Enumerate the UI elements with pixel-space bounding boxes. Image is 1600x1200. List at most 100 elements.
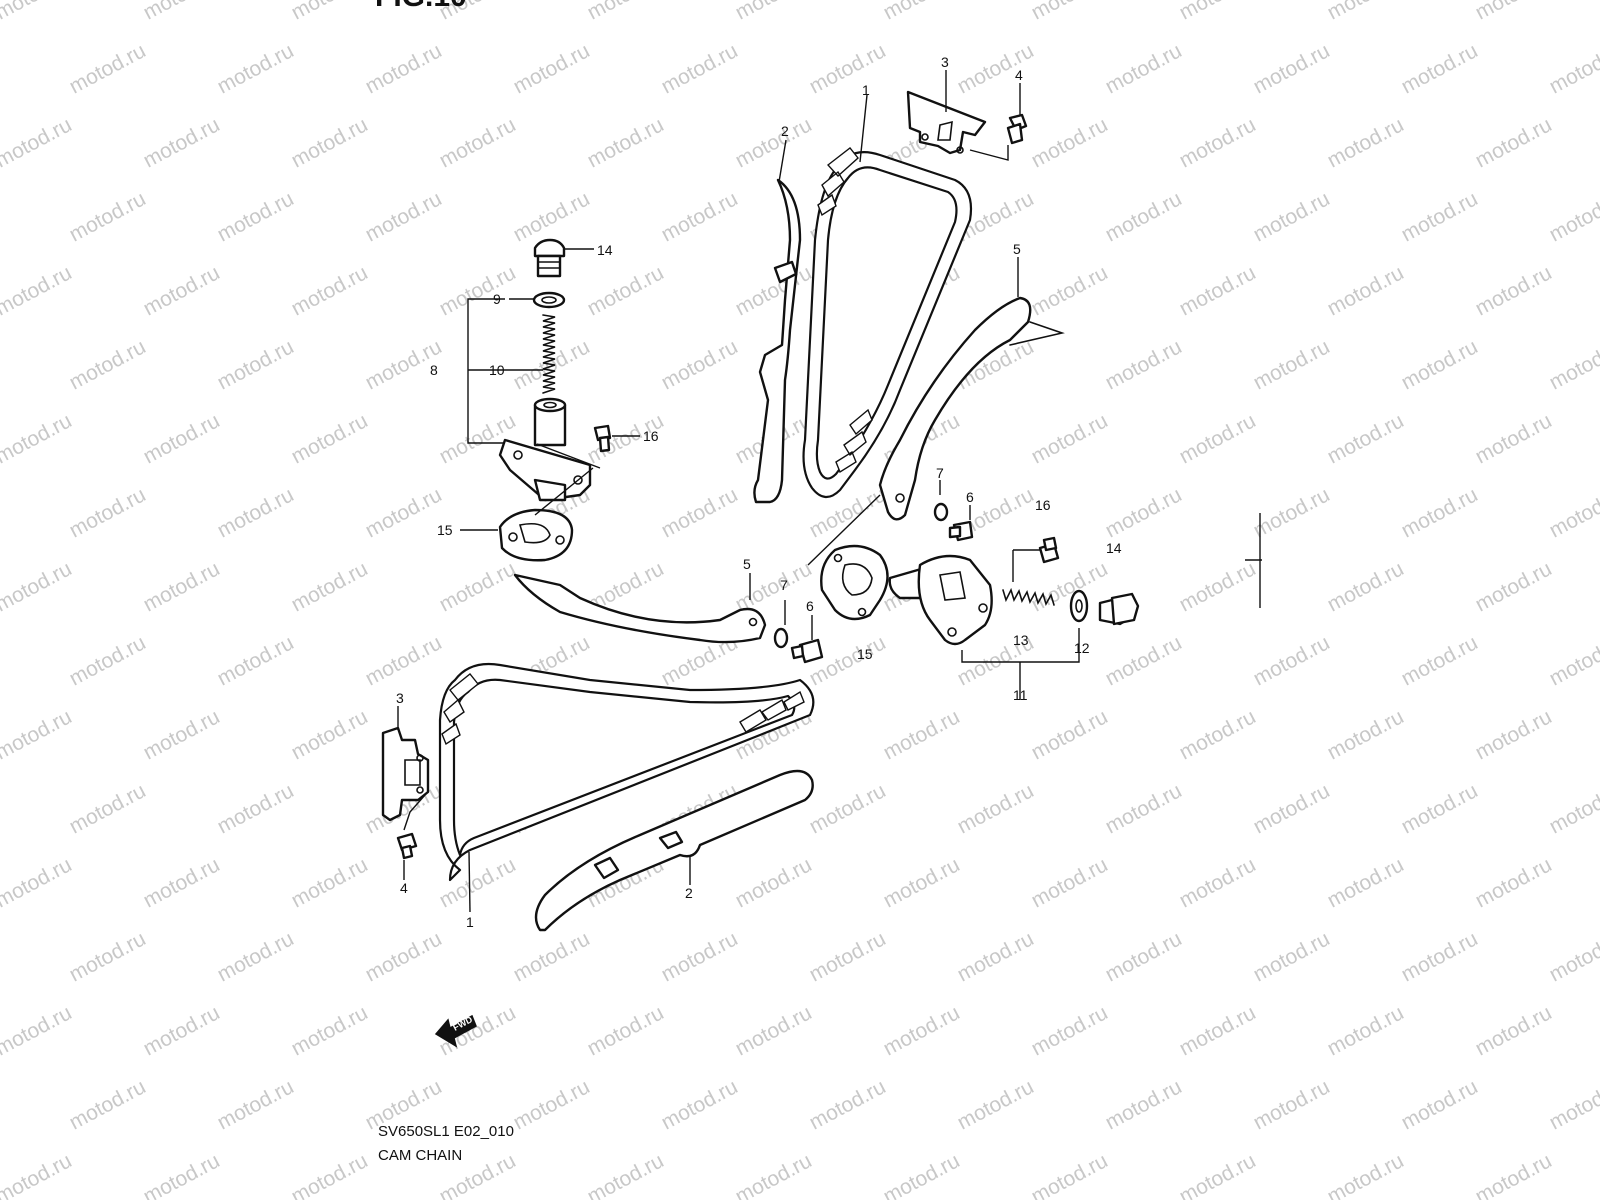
watermark-text: motod.ru	[1398, 927, 1482, 986]
watermark-text: motod.ru	[658, 335, 742, 394]
lower-chain-guide	[534, 769, 814, 932]
tensioner-gasket-rear	[498, 508, 574, 562]
watermark-text: motod.ru	[362, 39, 446, 98]
leader-line	[969, 145, 1009, 161]
watermark-text: motod.ru	[806, 39, 890, 98]
watermark-text: motod.ru	[1324, 409, 1408, 468]
watermark-text: motod.ru	[0, 483, 2, 542]
watermark-text: motod.ru	[1250, 483, 1334, 542]
figure-title: FIG.10	[375, 0, 467, 13]
callout-6-lower: 6	[806, 598, 814, 614]
callout-4-lower: 4	[400, 880, 408, 896]
watermark-text: motod.ru	[362, 187, 446, 246]
watermark-text: motod.ru	[510, 1075, 594, 1134]
watermark-text: motod.ru	[1176, 1149, 1260, 1200]
watermark-text: motod.ru	[806, 779, 890, 838]
lower-guide-bolt	[396, 832, 418, 860]
watermark-text: motod.ru	[288, 1001, 372, 1060]
leader-line	[534, 443, 601, 516]
callout-15: 15	[437, 522, 453, 538]
callout-14: 14	[597, 242, 613, 258]
watermark-text: motod.ru	[1028, 853, 1112, 912]
callout-3-lower: 3	[396, 690, 404, 706]
watermark-text: motod.ru	[1176, 0, 1260, 24]
watermark-text: motod.ru	[658, 1075, 742, 1134]
watermark-text: motod.ru	[140, 1001, 224, 1060]
watermark-text: motod.ru	[1028, 1149, 1112, 1200]
watermark-text: motod.ru	[1028, 261, 1112, 320]
watermark-text: motod.ru	[214, 1075, 298, 1134]
callout-3: 3	[941, 54, 949, 70]
watermark-text: motod.ru	[880, 1001, 964, 1060]
watermark-text: motod.ru	[1250, 39, 1334, 98]
watermark-text: motod.ru	[140, 1149, 224, 1200]
tensioner-washer-front	[1069, 589, 1089, 623]
callout-12: 12	[1074, 640, 1090, 656]
watermark-text: motod.ru	[0, 187, 2, 246]
watermark-text: motod.ru	[1546, 779, 1600, 838]
upper-cam-chain	[802, 147, 973, 499]
watermark-text: motod.ru	[436, 261, 520, 320]
watermark-text: motod.ru	[436, 113, 520, 172]
watermark-text: motod.ru	[1102, 927, 1186, 986]
tensioner-spring-front	[1002, 587, 1055, 607]
watermark-text: motod.ru	[0, 779, 2, 838]
watermark-text: motod.ru	[288, 409, 372, 468]
watermark-text: motod.ru	[1250, 631, 1334, 690]
watermark-text: motod.ru	[66, 39, 150, 98]
watermark-text: motod.ru	[288, 853, 372, 912]
watermark-text: motod.ru	[1028, 0, 1112, 24]
watermark-text: motod.ru	[584, 261, 668, 320]
watermark-text: motod.ru	[140, 113, 224, 172]
watermark-text: motod.ru	[1250, 187, 1334, 246]
watermark-text: motod.ru	[1102, 483, 1186, 542]
watermark-text: motod.ru	[1546, 187, 1600, 246]
washer-7-lower	[773, 627, 789, 649]
watermark-text: motod.ru	[1472, 853, 1556, 912]
watermark-text: motod.ru	[1324, 261, 1408, 320]
watermark-text: motod.ru	[1028, 409, 1112, 468]
callout-6: 6	[966, 489, 974, 505]
watermark-text: motod.ru	[732, 1001, 816, 1060]
tensioner-gasket-front	[820, 544, 889, 621]
bolt-6-upper	[948, 520, 974, 542]
watermark-text: motod.ru	[1250, 779, 1334, 838]
tensioner-bolt-small-front	[1038, 536, 1060, 564]
watermark-text: motod.ru	[1398, 483, 1482, 542]
watermark-text: motod.ru	[658, 187, 742, 246]
washer-hole	[541, 296, 557, 304]
watermark-text: motod.ru	[1250, 335, 1334, 394]
watermark-text: motod.ru	[1028, 705, 1112, 764]
figure-code: SV650SL1 E02_010	[378, 1123, 514, 1140]
watermark-text: motod.ru	[1102, 1075, 1186, 1134]
watermark-text: motod.ru	[1250, 1075, 1334, 1134]
watermark-text: motod.ru	[1250, 927, 1334, 986]
watermark-text: motod.ru	[214, 927, 298, 986]
bolt-6-lower	[790, 638, 824, 664]
callout-7: 7	[936, 465, 944, 481]
upper-chain-holder	[906, 90, 987, 155]
watermark-text: motod.ru	[1324, 1149, 1408, 1200]
watermark-text: motod.ru	[1472, 557, 1556, 616]
watermark-text: motod.ru	[288, 261, 372, 320]
watermark-text: motod.ru	[0, 261, 76, 320]
watermark-text: motod.ru	[1398, 187, 1482, 246]
watermark-text: motod.ru	[140, 0, 224, 24]
watermark-text: motod.ru	[0, 335, 2, 394]
watermark-text: motod.ru	[1472, 113, 1556, 172]
watermark-text: motod.ru	[1324, 0, 1408, 24]
watermark-text: motod.ru	[1324, 853, 1408, 912]
watermark-text: motod.ru	[880, 0, 964, 24]
watermark-text: motod.ru	[1472, 1001, 1556, 1060]
tensioner-spring-upper	[542, 314, 556, 394]
watermark-text: motod.ru	[1546, 927, 1600, 986]
watermark-text: motod.ru	[436, 557, 520, 616]
watermark-text: motod.ru	[1176, 853, 1260, 912]
watermark-text: motod.ru	[1176, 1001, 1260, 1060]
callout-4: 4	[1015, 67, 1023, 83]
leader-line	[939, 480, 971, 520]
watermark-text: motod.ru	[66, 631, 150, 690]
callout-14-front: 14	[1106, 540, 1122, 556]
watermark-text: motod.ru	[1102, 779, 1186, 838]
